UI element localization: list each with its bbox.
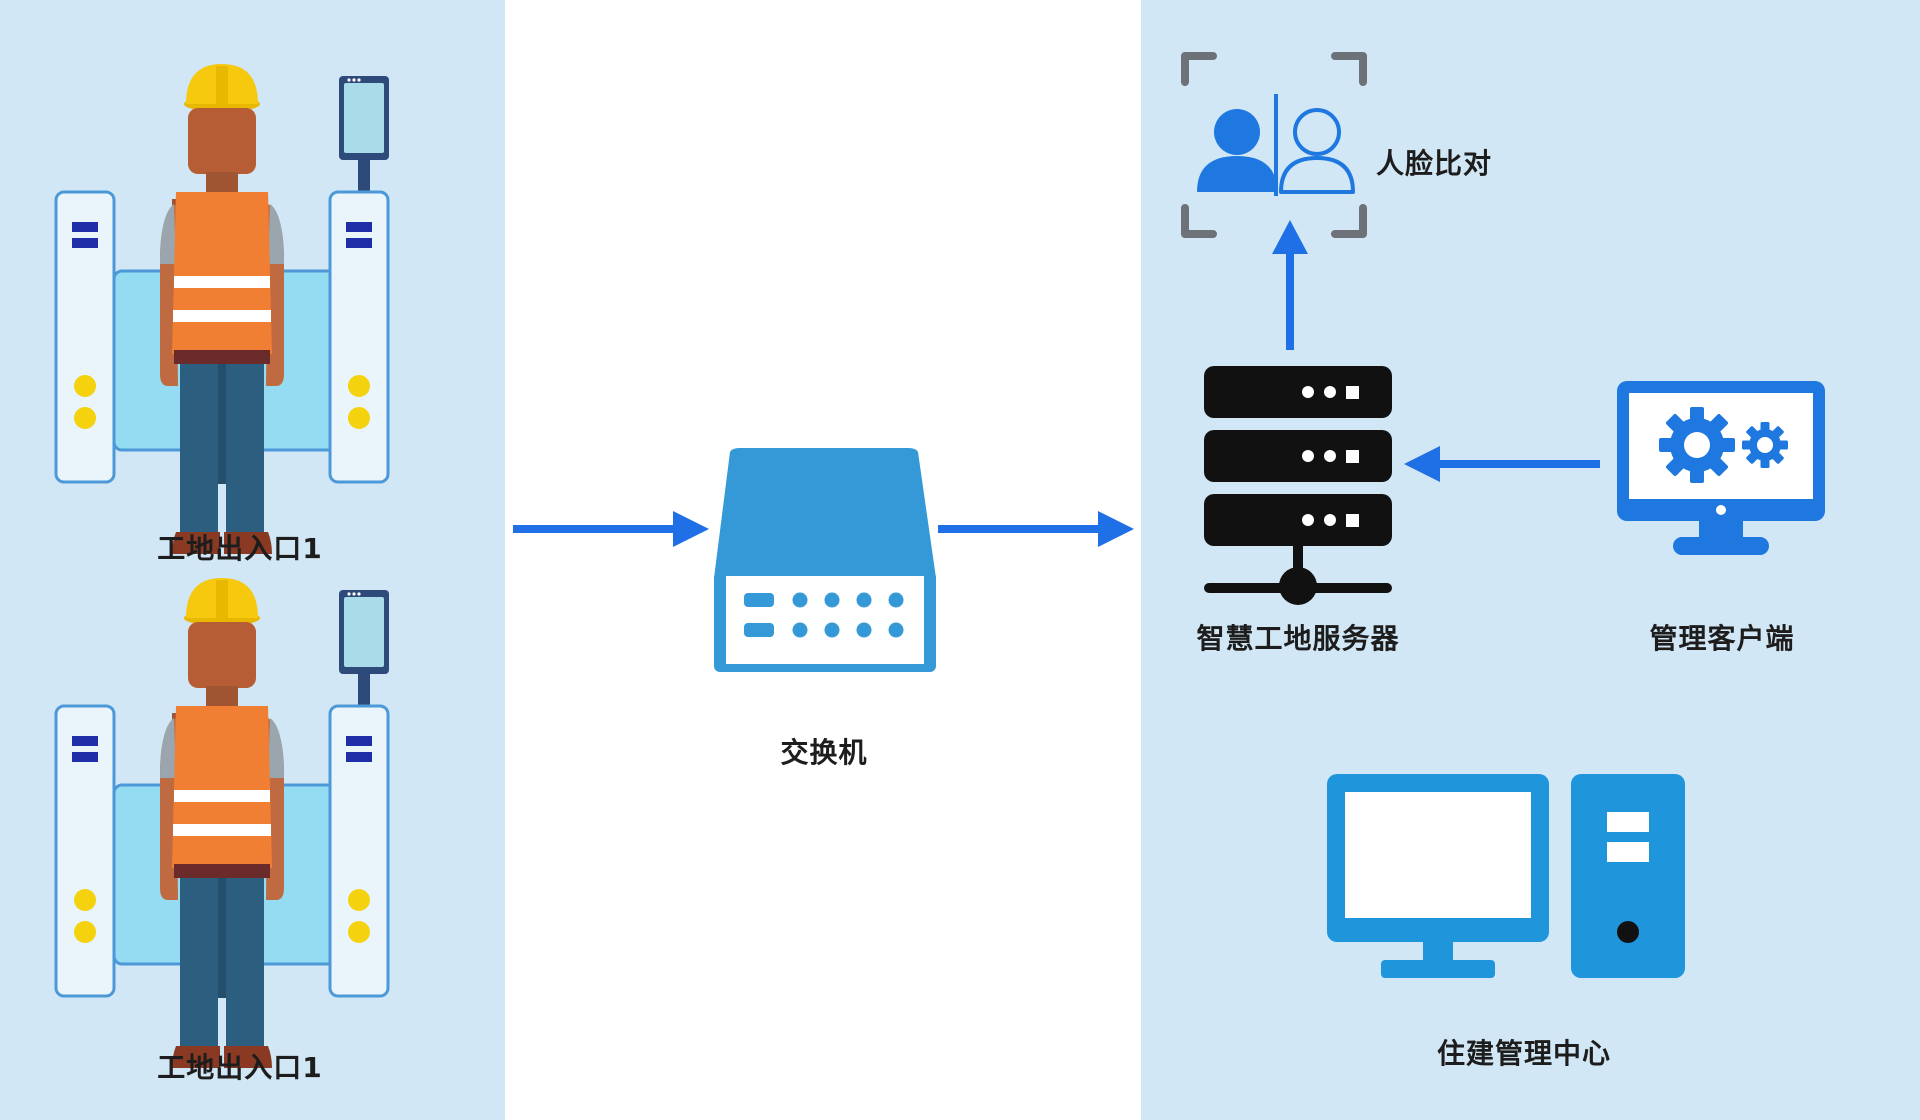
- switch-icon: [714, 448, 936, 672]
- client-monitor-icon: [1617, 381, 1825, 555]
- entrance-2-label: 工地出入口1: [157, 1051, 323, 1084]
- arrow-up-icon: [1272, 220, 1308, 350]
- arrow-right-icon: [938, 511, 1134, 547]
- server-icon: [1204, 366, 1392, 605]
- arrow-right-icon: [513, 511, 709, 547]
- switch-label: 交换机: [780, 736, 868, 769]
- client-label: 管理客户端: [1649, 622, 1795, 655]
- face-compare-icon: [1181, 52, 1367, 238]
- arrow-left-icon: [1404, 446, 1600, 482]
- face-compare-label: 人脸比对: [1376, 147, 1493, 180]
- entrance-1-label: 工地出入口1: [157, 532, 323, 565]
- turnstile-gate-illustration: [54, 62, 391, 556]
- housing-center-label: 住建管理中心: [1436, 1037, 1611, 1070]
- turnstile-gate-illustration: [54, 576, 391, 1070]
- desktop-computer-icon: [1327, 774, 1685, 978]
- server-label: 智慧工地服务器: [1196, 622, 1400, 655]
